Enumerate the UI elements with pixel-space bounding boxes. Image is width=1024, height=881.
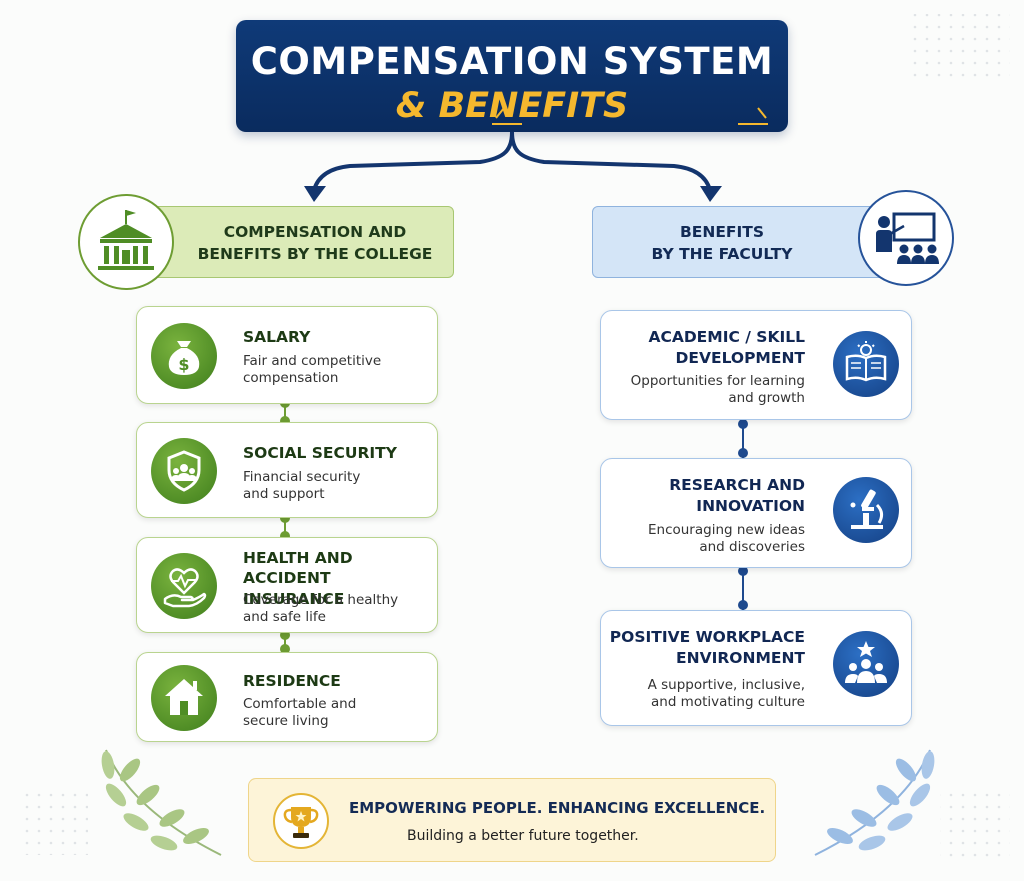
health-desc-1: Coverage for a healthy bbox=[243, 592, 399, 608]
academic-development-card: ACADEMIC / SKILL DEVELOPMENT Opportuniti… bbox=[600, 310, 912, 420]
blue-leaf-branch-icon bbox=[814, 749, 935, 856]
branch-arrows bbox=[304, 131, 722, 202]
academic-desc-2: and growth bbox=[728, 390, 805, 406]
shield-people-icon bbox=[151, 438, 217, 504]
book-lightbulb-icon bbox=[833, 331, 899, 397]
salary-desc-1: Fair and competitive bbox=[243, 353, 382, 369]
footer-banner: EMPOWERING PEOPLE. ENHANCING EXCELLENCE.… bbox=[248, 778, 776, 862]
workplace-desc-2: and motivating culture bbox=[650, 694, 805, 710]
title-line-1: COMPENSATION SYSTEM bbox=[250, 40, 774, 83]
health-insurance-card: HEALTH AND ACCIDENT INSURANCE Coverage f… bbox=[136, 537, 438, 633]
workplace-desc-1: A supportive, inclusive, bbox=[647, 677, 805, 693]
svg-text:$: $ bbox=[178, 355, 189, 374]
college-header-line-1: COMPENSATION AND bbox=[223, 223, 407, 241]
salary-desc-2: compensation bbox=[243, 370, 339, 386]
microscope-icon bbox=[833, 477, 899, 543]
left-connector-line bbox=[284, 402, 286, 652]
residence-desc-2: secure living bbox=[243, 713, 329, 729]
social-security-title: SOCIAL SECURITY bbox=[243, 444, 397, 462]
money-bag-icon: $ bbox=[151, 323, 217, 389]
spark-right-icon bbox=[738, 107, 768, 125]
research-title-line-1: RESEARCH AND bbox=[669, 476, 805, 494]
health-title-line-2: ACCIDENT INSURANCE bbox=[243, 569, 345, 608]
social-security-desc-2: and support bbox=[243, 486, 325, 502]
college-header-line-2: BENEFITS BY THE COLLEGE bbox=[197, 245, 433, 263]
faculty-header: BENEFITS BY THE FACULTY bbox=[592, 206, 896, 278]
left-connector-dot bbox=[280, 644, 290, 654]
academic-title-line-1: ACADEMIC / SKILL bbox=[648, 328, 805, 346]
salary-title: SALARY bbox=[243, 328, 311, 346]
research-desc-1: Encouraging new ideas bbox=[647, 522, 805, 538]
title-line-2: & BENEFITS bbox=[395, 86, 629, 126]
left-connector-dot bbox=[280, 531, 290, 541]
spark-left-icon bbox=[492, 107, 522, 125]
left-connector-dot bbox=[280, 416, 290, 426]
teacher-presentation-icon bbox=[858, 190, 954, 286]
right-connector-dot bbox=[738, 600, 748, 610]
residence-desc-1: Comfortable and bbox=[243, 696, 357, 712]
workplace-title-line-1: POSITIVE WORKPLACE bbox=[609, 628, 805, 646]
research-desc-2: and discoveries bbox=[699, 539, 805, 555]
footer-tagline: EMPOWERING PEOPLE. ENHANCING EXCELLENCE. bbox=[349, 799, 766, 817]
left-connector-dot bbox=[280, 513, 290, 523]
team-star-icon bbox=[833, 631, 899, 697]
right-connector-dot bbox=[738, 566, 748, 576]
heart-hand-icon bbox=[151, 553, 217, 619]
faculty-header-line-2: BY THE FACULTY bbox=[651, 245, 793, 263]
right-connector-dot bbox=[738, 448, 748, 458]
house-icon bbox=[151, 665, 217, 731]
college-building-icon bbox=[78, 194, 174, 290]
right-connector-dot bbox=[738, 419, 748, 429]
research-innovation-card: RESEARCH AND INNOVATION Encouraging new … bbox=[600, 458, 912, 568]
social-security-card: SOCIAL SECURITY Financial security and s… bbox=[136, 422, 438, 518]
workplace-environment-card: POSITIVE WORKPLACE ENVIRONMENT A support… bbox=[600, 610, 912, 726]
salary-card: $ SALARY Fair and competitive compensati… bbox=[136, 306, 438, 404]
faculty-header-line-1: BENEFITS bbox=[679, 223, 765, 241]
residence-title: RESIDENCE bbox=[243, 672, 341, 690]
health-title-line-1: HEALTH AND bbox=[243, 549, 353, 567]
academic-desc-1: Opportunities for learning bbox=[630, 373, 805, 389]
workplace-title-line-2: ENVIRONMENT bbox=[676, 649, 805, 667]
residence-card: RESIDENCE Comfortable and secure living bbox=[136, 652, 438, 742]
footer-subtext: Building a better future together. bbox=[407, 828, 639, 844]
trophy-icon bbox=[273, 793, 329, 849]
college-header: COMPENSATION AND BENEFITS BY THE COLLEGE bbox=[150, 206, 454, 278]
health-desc-2: and safe life bbox=[243, 609, 326, 625]
social-security-desc-1: Financial security bbox=[243, 469, 361, 485]
title-banner: COMPENSATION SYSTEM & BENEFITS bbox=[236, 20, 788, 132]
research-title-line-2: INNOVATION bbox=[696, 497, 805, 515]
academic-title-line-2: DEVELOPMENT bbox=[675, 349, 805, 367]
left-connector-dot bbox=[280, 630, 290, 640]
green-leaf-branch-icon bbox=[101, 749, 222, 856]
